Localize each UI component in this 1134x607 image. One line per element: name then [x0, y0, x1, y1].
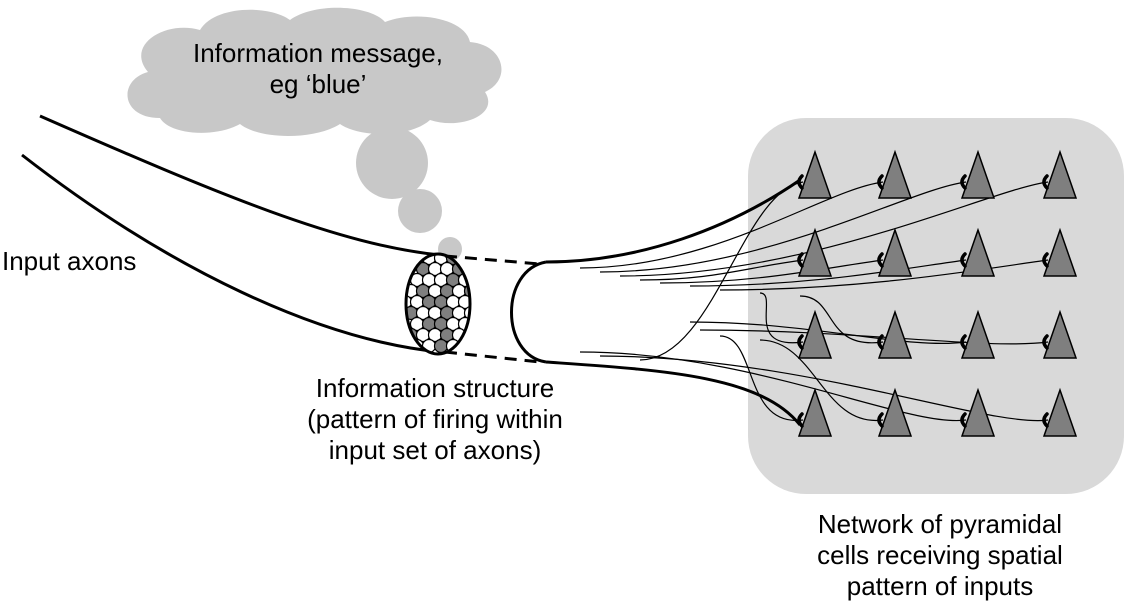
- pyramidal-cell: [960, 387, 996, 437]
- input-axons-label: Input axons: [2, 246, 137, 276]
- information-structure-line-2: (pattern of firing within: [307, 404, 563, 434]
- network-line-1: Network of pyramidal: [817, 509, 1063, 539]
- synapse: [877, 252, 884, 268]
- inactive-axon: [457, 294, 470, 310]
- axon-bundle-top-edge: [39, 114, 441, 257]
- axon-fibers: [579, 181, 1049, 422]
- synapse: [797, 174, 804, 190]
- axon-fiber: [579, 181, 884, 269]
- thought-cloud-body: [127, 7, 502, 137]
- dashed-connector-bottom: [444, 350, 541, 364]
- synapse: [797, 334, 804, 350]
- pyramidal-cell: [1042, 309, 1078, 359]
- axon-fiber: [599, 355, 1049, 422]
- pyramidal-cell: [1042, 149, 1078, 199]
- pyramidal-cell: [960, 227, 996, 277]
- axon-fan-bottom-edge: [545, 360, 802, 426]
- information-structure-label: Information structure (pattern of firing…: [270, 373, 600, 466]
- information-structure-line-3: input set of axons): [328, 435, 542, 465]
- axon-fiber: [579, 351, 967, 422]
- synapse: [877, 412, 884, 428]
- network-line-3: pattern of inputs: [846, 571, 1034, 601]
- pyramidal-cell: [877, 227, 913, 277]
- thought-bubble-large: [356, 127, 428, 199]
- synapse: [1042, 252, 1049, 268]
- dashed-connector-top: [444, 254, 541, 266]
- synapse: [960, 412, 967, 428]
- pyramidal-cell: [960, 309, 996, 359]
- axon-fiber: [719, 259, 1049, 291]
- axon-fiber: [639, 181, 804, 361]
- pyramidal-cell: [960, 149, 996, 199]
- axon-fiber: [659, 259, 884, 284]
- synapse: [797, 252, 804, 268]
- axon-fiber: [759, 292, 804, 344]
- synapse: [1042, 412, 1049, 428]
- pyramidal-cell: [797, 149, 833, 199]
- axon-fan: [510, 178, 802, 426]
- axon-cross-section-outline: [404, 252, 472, 356]
- axon-bundle: [21, 114, 441, 354]
- axon-fiber: [799, 295, 884, 344]
- thought-cloud: [127, 7, 502, 261]
- pyramidal-cell: [1042, 227, 1078, 277]
- synapse: [797, 412, 804, 428]
- synapses: [797, 174, 1049, 428]
- pyramidal-cell: [1042, 387, 1078, 437]
- synapse: [960, 252, 967, 268]
- axon-fiber: [689, 259, 967, 287]
- synapse: [1042, 174, 1049, 190]
- dashed-connectors: [444, 254, 541, 364]
- synapse: [877, 334, 884, 350]
- axon-bundle-bottom-edge: [21, 153, 441, 354]
- axon-fan-front: [510, 260, 547, 364]
- pyramidal-cell: [877, 309, 913, 359]
- synapse: [960, 174, 967, 190]
- synapse: [1042, 334, 1049, 350]
- network-box: [748, 118, 1124, 494]
- pyramidal-cell: [877, 387, 913, 437]
- axon-fan-top-edge: [545, 178, 801, 264]
- pyramidal-cell: [877, 149, 913, 199]
- synapse: [877, 174, 884, 190]
- pyramidal-cell: [797, 227, 833, 277]
- pyramidal-cell: [797, 309, 833, 359]
- axon-fiber: [599, 181, 967, 273]
- axon-fiber: [619, 181, 1049, 277]
- information-message-line-1: Information message,: [192, 38, 443, 68]
- network-label: Network of pyramidal cells receiving spa…: [790, 509, 1090, 602]
- axon-firing-pattern: [406, 254, 470, 354]
- network-line-2: cells receiving spatial: [817, 540, 1063, 570]
- information-structure-line-1: Information structure: [315, 373, 555, 403]
- thought-bubble-medium: [398, 189, 442, 233]
- pyramidal-cells: [797, 149, 1078, 437]
- information-message-label: Information message, eg ‘blue’: [168, 38, 468, 100]
- information-message-line-2: eg ‘blue’: [269, 69, 367, 99]
- axon-fiber: [759, 339, 884, 421]
- axon-cross-section: [404, 252, 472, 356]
- axon-fiber: [699, 329, 1049, 345]
- synapse: [960, 334, 967, 350]
- axon-fiber: [719, 335, 804, 421]
- pyramidal-cell: [797, 387, 833, 437]
